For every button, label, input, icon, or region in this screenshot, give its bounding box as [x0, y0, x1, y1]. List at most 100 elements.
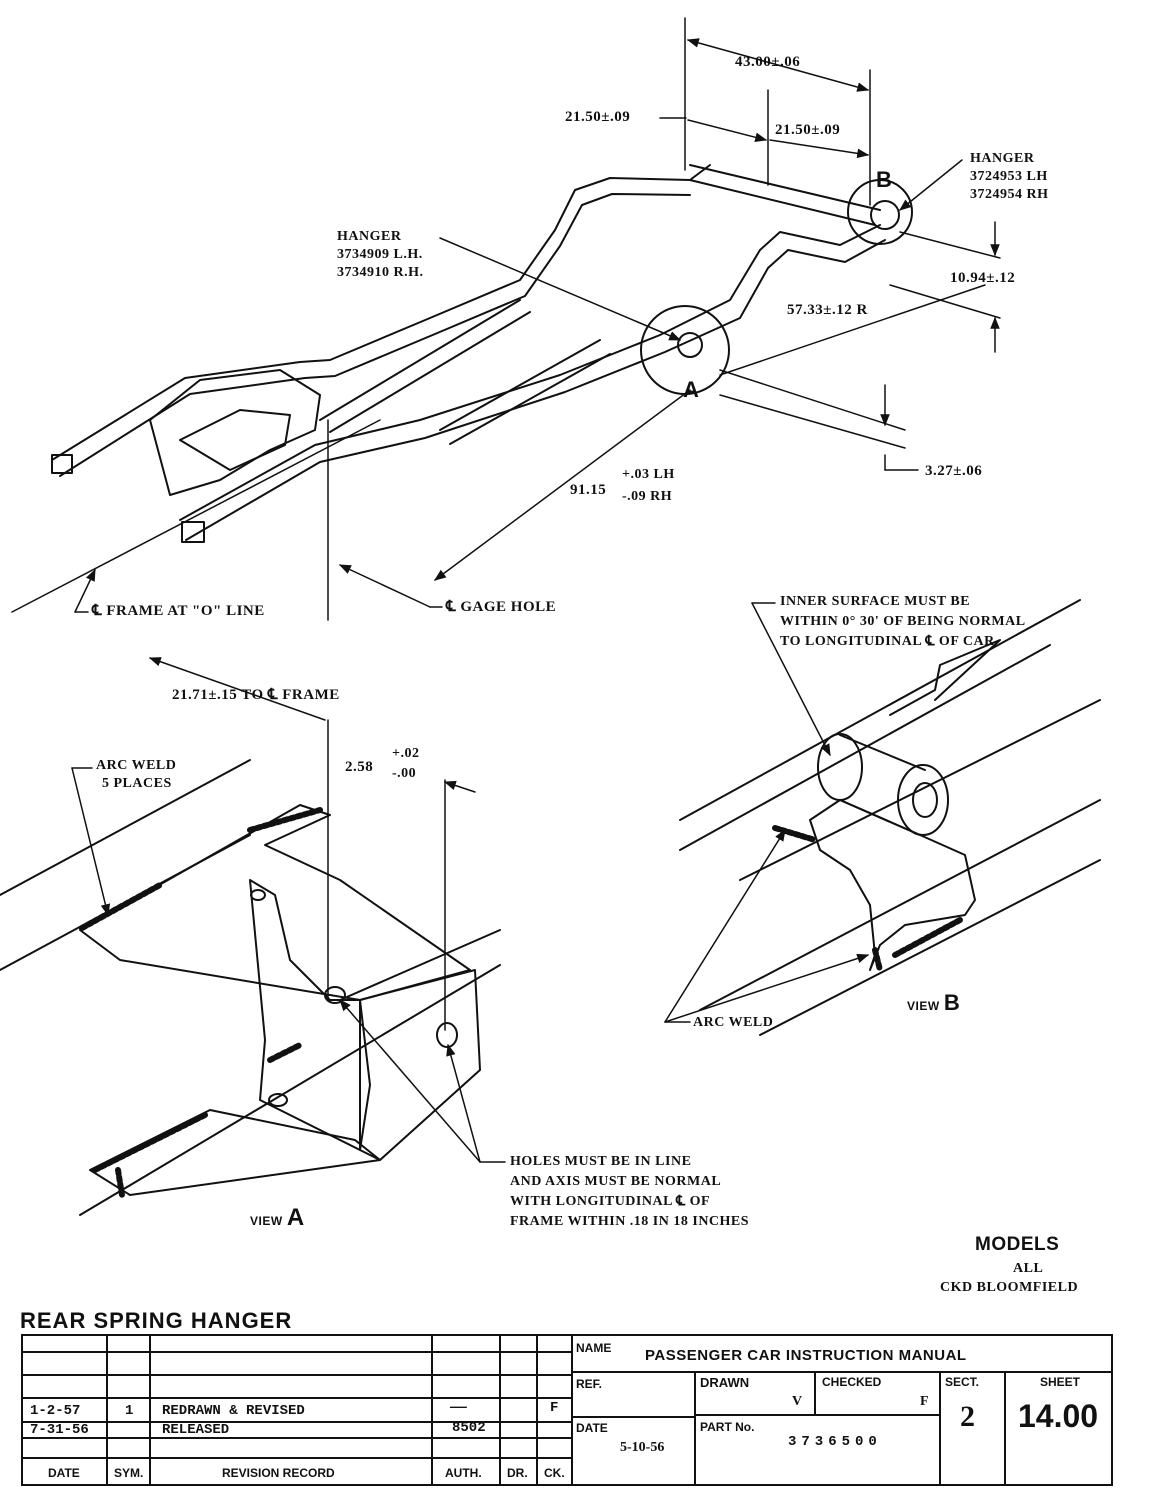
tb-drawn-label: DRAWN [700, 1375, 750, 1390]
tb-part-label: PART No. [700, 1420, 755, 1434]
weld-a1 [79, 882, 163, 931]
ext-5733 [889, 284, 1001, 319]
view-b-arc-leader1 [664, 828, 786, 1023]
view-b-title-prefix: VIEW [907, 999, 940, 1013]
tb-date-value: 5-10-56 [620, 1440, 665, 1455]
tb-sheet-value: 14.00 [1018, 1398, 1099, 1434]
tb-sect-label: SECT. [945, 1375, 980, 1389]
rev-row1-record: REDRAWN & REVISED [162, 1403, 305, 1419]
tb-outer [21, 1334, 1113, 1486]
page-title: REAR SPRING HANGER [20, 1308, 293, 1333]
view-a-dim-258-minus: -.00 [392, 766, 417, 781]
view-b-note-leader2 [751, 602, 831, 757]
dim-5733 [719, 284, 986, 376]
cross-member-1 [319, 299, 531, 433]
tb-checked-value: F [920, 1394, 929, 1409]
view-b-tube [839, 734, 926, 836]
frame-dimension-lines [11, 17, 1001, 621]
view-a-title-letter: A [286, 1204, 305, 1231]
rev-header-auth: AUTH. [445, 1466, 482, 1480]
tb-sheet-label: SHEET [1040, 1375, 1081, 1389]
weld-b1 [772, 825, 818, 843]
hanger-b-line2: 3724953 LH [970, 169, 1048, 184]
view-b-callout-circle [847, 179, 913, 245]
view-a-bracket-top [79, 804, 471, 1001]
dim-9115 [434, 389, 691, 581]
view-a-arc-leader2 [71, 767, 111, 917]
view-b-rail-4 [699, 799, 1101, 1011]
front-rail-end-right [181, 521, 205, 543]
view-a-holes-note: HOLES MUST BE IN LINE AND AXIS MUST BE N… [510, 1152, 749, 1232]
rev-header-record: REVISION RECORD [222, 1466, 335, 1480]
view-b-rail-1 [679, 599, 1081, 821]
rev-row1-auth: —— [450, 1400, 467, 1416]
hanger-b-line1: HANGER [970, 151, 1035, 166]
dim-2150b-label: 21.50±.09 [775, 122, 841, 138]
view-a-stud-bot [268, 1093, 288, 1107]
view-a-arc-weld-line1: ARC WELD [96, 758, 177, 773]
dim-5733-label: 57.33±.12 R [787, 302, 868, 318]
hanger-b-leader [899, 159, 963, 211]
hanger-a-line3: 3734910 R.H. [337, 265, 424, 280]
holes-note-line2: AND AXIS MUST BE NORMAL [510, 1174, 722, 1189]
view-b-arc-weld-label: ARC WELD [693, 1015, 774, 1030]
rev-header-date: DATE [48, 1466, 80, 1480]
view-b-title: VIEW B [907, 990, 961, 1016]
view-b-rail-2 [679, 644, 1051, 851]
view-a-arc-weld-label: ARC WELD 5 PLACES [96, 757, 176, 793]
cl-gage-leader [338, 564, 431, 608]
view-b-arc-leader2 [664, 953, 870, 1023]
ext-327-bot [719, 394, 906, 449]
view-a-dim-cl-label: 21.71±.15 TO ℄ FRAME [172, 687, 340, 703]
weld-a4 [267, 1042, 303, 1063]
view-b-tube-end-right [897, 764, 949, 836]
view-a-rail-bot [79, 964, 501, 1216]
front-crossmember [149, 369, 321, 496]
rev-row2-date: 7-31-56 [30, 1422, 89, 1438]
dim-2150-b [769, 139, 870, 159]
view-a-plate [359, 969, 481, 1161]
view-b-note-line3: TO LONGITUDINAL ℄ OF CAR [780, 634, 995, 649]
drawing-canvas [0, 17, 1101, 1216]
tb-ref-label: REF. [576, 1377, 603, 1391]
view-a-hole-right [436, 1022, 458, 1048]
rev-row2-record: RELEASED [162, 1422, 230, 1438]
weld-b3 [892, 917, 963, 958]
rev-header-dr: DR. [507, 1466, 528, 1480]
tb-name-value: PASSENGER CAR INSTRUCTION MANUAL [645, 1347, 967, 1364]
view-a-dim-258-plus: +.02 [392, 746, 420, 761]
rear-cross-tube [689, 164, 881, 226]
rev-row1-date: 1-2-57 [30, 1403, 81, 1419]
view-a-title-prefix: VIEW [250, 1214, 283, 1228]
dim-43-label: 43.00±.06 [735, 54, 801, 70]
models-line1: ALL [1013, 1261, 1044, 1276]
title-block-grid [21, 1334, 1113, 1486]
view-a-bracket-body [249, 879, 371, 1151]
view-b-note-line1: INNER SURFACE MUST BE [780, 594, 971, 609]
view-b-bracket [664, 599, 1101, 1036]
cl-frame-line [11, 419, 381, 613]
front-crossmember-detail [179, 409, 291, 471]
callout-a-letter: A [683, 377, 700, 402]
rev-header-sym: SYM. [114, 1466, 144, 1480]
hanger-a-line1: HANGER [337, 229, 402, 244]
view-b-frame-notch [889, 639, 1001, 716]
tb-part-value: 3736500 [788, 1434, 882, 1450]
view-a-holes-leader2 [446, 1043, 481, 1163]
holes-note-line3: WITH LONGITUDINAL ℄ OF [510, 1194, 711, 1209]
chassis-frame [51, 164, 900, 543]
weld-a2 [247, 807, 323, 833]
tb-checked-label: CHECKED [822, 1375, 882, 1389]
view-b-title-letter: B [943, 990, 961, 1015]
dim-9115-rh-label: -.09 RH [622, 489, 673, 504]
view-a-rail-bot2 [339, 929, 501, 1001]
view-a-stud-top [250, 889, 266, 901]
dim-327-label: 3.27±.06 [925, 463, 983, 479]
tb-drawn-value: V [792, 1394, 803, 1409]
view-b-hanger [809, 799, 976, 971]
hanger-a-line2: 3734909 L.H. [337, 247, 423, 262]
rev-header-ck: CK. [544, 1466, 565, 1480]
cl-gage-label: ℄ GAGE HOLE [446, 599, 557, 615]
cl-frame-leader [74, 568, 96, 613]
dim-2150a-label: 21.50±.09 [565, 109, 631, 125]
